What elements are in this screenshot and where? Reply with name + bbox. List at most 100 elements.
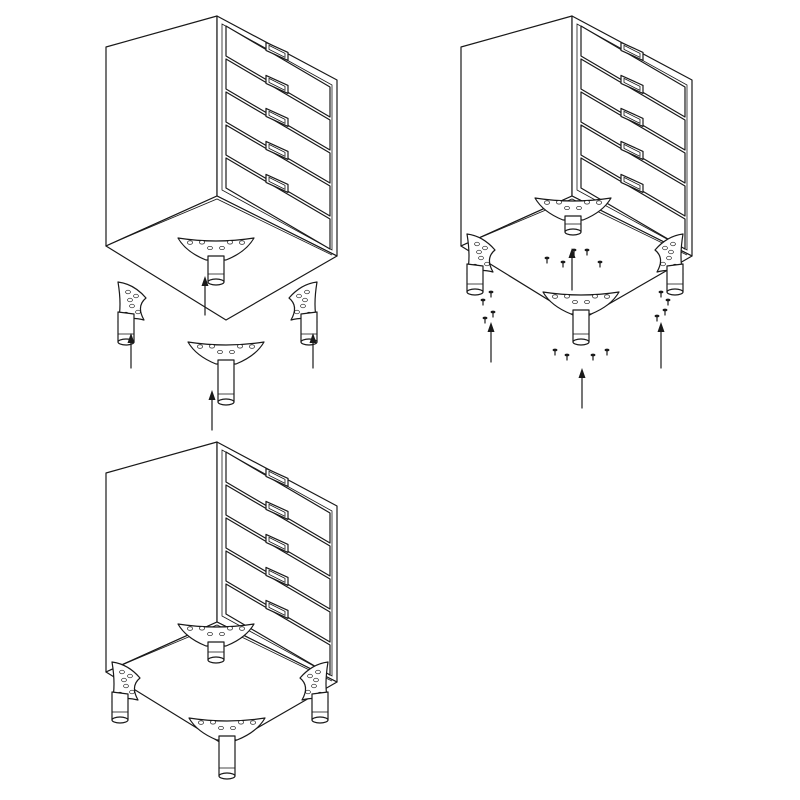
bracket-hole <box>476 249 482 255</box>
leg-bracket-plate <box>187 341 265 365</box>
arrow-head-icon <box>309 333 317 343</box>
leg-bracket-plate <box>177 623 255 647</box>
screw-icon <box>490 310 496 318</box>
bracket-hole <box>129 689 135 695</box>
bracket-hole <box>129 303 135 309</box>
screw-icon <box>564 353 570 361</box>
drawer-handle-recess <box>268 470 286 485</box>
leg-back <box>534 197 612 236</box>
drawer-front <box>580 58 686 151</box>
arrow-head-icon <box>487 322 495 332</box>
bracket-hole <box>199 626 205 631</box>
leg-foot <box>666 288 684 296</box>
bracket-hole <box>207 245 213 251</box>
leg-tube <box>218 735 236 780</box>
screw-icon <box>544 256 550 264</box>
arrow-leg-right <box>309 333 317 369</box>
drawer-5 <box>225 583 331 676</box>
leg-bracket-plate <box>188 717 266 741</box>
bracket-hole <box>198 720 204 725</box>
drawer-front <box>225 157 331 250</box>
leg-back <box>177 623 255 664</box>
leg-front <box>542 291 620 346</box>
leg-bracket-plate <box>542 291 620 315</box>
bracket-hole <box>564 294 570 299</box>
drawer-front <box>225 583 331 676</box>
drawer-handle-recess <box>623 176 641 191</box>
arrow-left <box>487 322 495 363</box>
bracket-hole <box>133 293 139 299</box>
drawer-handle-recess <box>623 77 641 92</box>
drawer-front <box>225 25 331 118</box>
bracket-hole <box>670 241 676 247</box>
drawer-handle-recess <box>268 143 286 158</box>
bracket-hole <box>666 255 672 261</box>
drawer-1 <box>225 25 331 118</box>
leg-right <box>654 233 684 296</box>
bracket-hole <box>474 241 480 247</box>
leg-bracket-plate <box>534 197 612 221</box>
leg-foot <box>218 772 236 780</box>
drawer-handle-recess <box>268 44 286 59</box>
bracket-hole <box>307 673 313 679</box>
drawer-4 <box>225 124 331 217</box>
drawer-4 <box>225 550 331 643</box>
drawer-handle-recess <box>623 44 641 59</box>
bracket-hole <box>187 626 193 631</box>
leg-left <box>117 281 147 346</box>
bracket-hole <box>217 349 223 355</box>
screw-icon <box>654 314 660 322</box>
arrow-head-icon <box>201 276 209 286</box>
drawer-front <box>225 124 331 217</box>
cabinet-bottom <box>460 195 693 321</box>
drawer-3 <box>225 517 331 610</box>
drawer-handle-recess <box>268 77 286 92</box>
drawer-front <box>225 484 331 577</box>
bracket-hole <box>210 720 216 725</box>
bracket-hole <box>207 631 213 637</box>
drawer-handle-recess <box>268 110 286 125</box>
bracket-hole <box>218 725 224 731</box>
screw-icon <box>488 290 494 298</box>
bracket-hole <box>230 725 236 731</box>
bracket-hole <box>304 289 310 295</box>
bracket-hole <box>209 344 215 349</box>
screw-icon <box>552 348 558 356</box>
drawer-5 <box>580 157 686 250</box>
cabinet-bottom-edge <box>109 624 333 682</box>
arrow-head-icon <box>127 333 135 343</box>
drawer-front <box>225 550 331 643</box>
bracket-hole <box>227 626 233 631</box>
bracket-hole <box>294 309 300 315</box>
drawer-1 <box>225 451 331 544</box>
bracket-hole <box>315 669 321 675</box>
bracket-hole <box>123 683 129 689</box>
screw-icon <box>604 348 610 356</box>
bracket-hole <box>199 240 205 245</box>
drawer-handle-recess <box>268 602 286 617</box>
arrow-head-icon <box>208 390 216 400</box>
bracket-hole <box>227 240 233 245</box>
step-3-assembled <box>105 441 338 780</box>
drawer-handle-recess <box>268 536 286 551</box>
drawer-opening <box>221 23 333 251</box>
bracket-hole <box>239 240 245 245</box>
leg-bracket-plate <box>177 237 255 261</box>
bracket-hole <box>478 255 484 261</box>
drawer-handle-recess <box>623 110 641 125</box>
cabinet-step-3 <box>105 441 338 747</box>
bracket-hole <box>311 683 317 689</box>
leg-back <box>177 237 255 286</box>
drawer-front <box>225 58 331 151</box>
bracket-hole <box>576 205 582 211</box>
drawer-2 <box>225 484 331 577</box>
bracket-hole <box>572 299 578 305</box>
drawer-front <box>580 25 686 118</box>
drawer-1 <box>580 25 686 118</box>
bracket-hole <box>135 309 141 315</box>
bracket-hole <box>219 245 225 251</box>
arrow-head-icon <box>657 322 665 332</box>
leg-left <box>111 661 141 724</box>
bracket-hole <box>584 299 590 305</box>
